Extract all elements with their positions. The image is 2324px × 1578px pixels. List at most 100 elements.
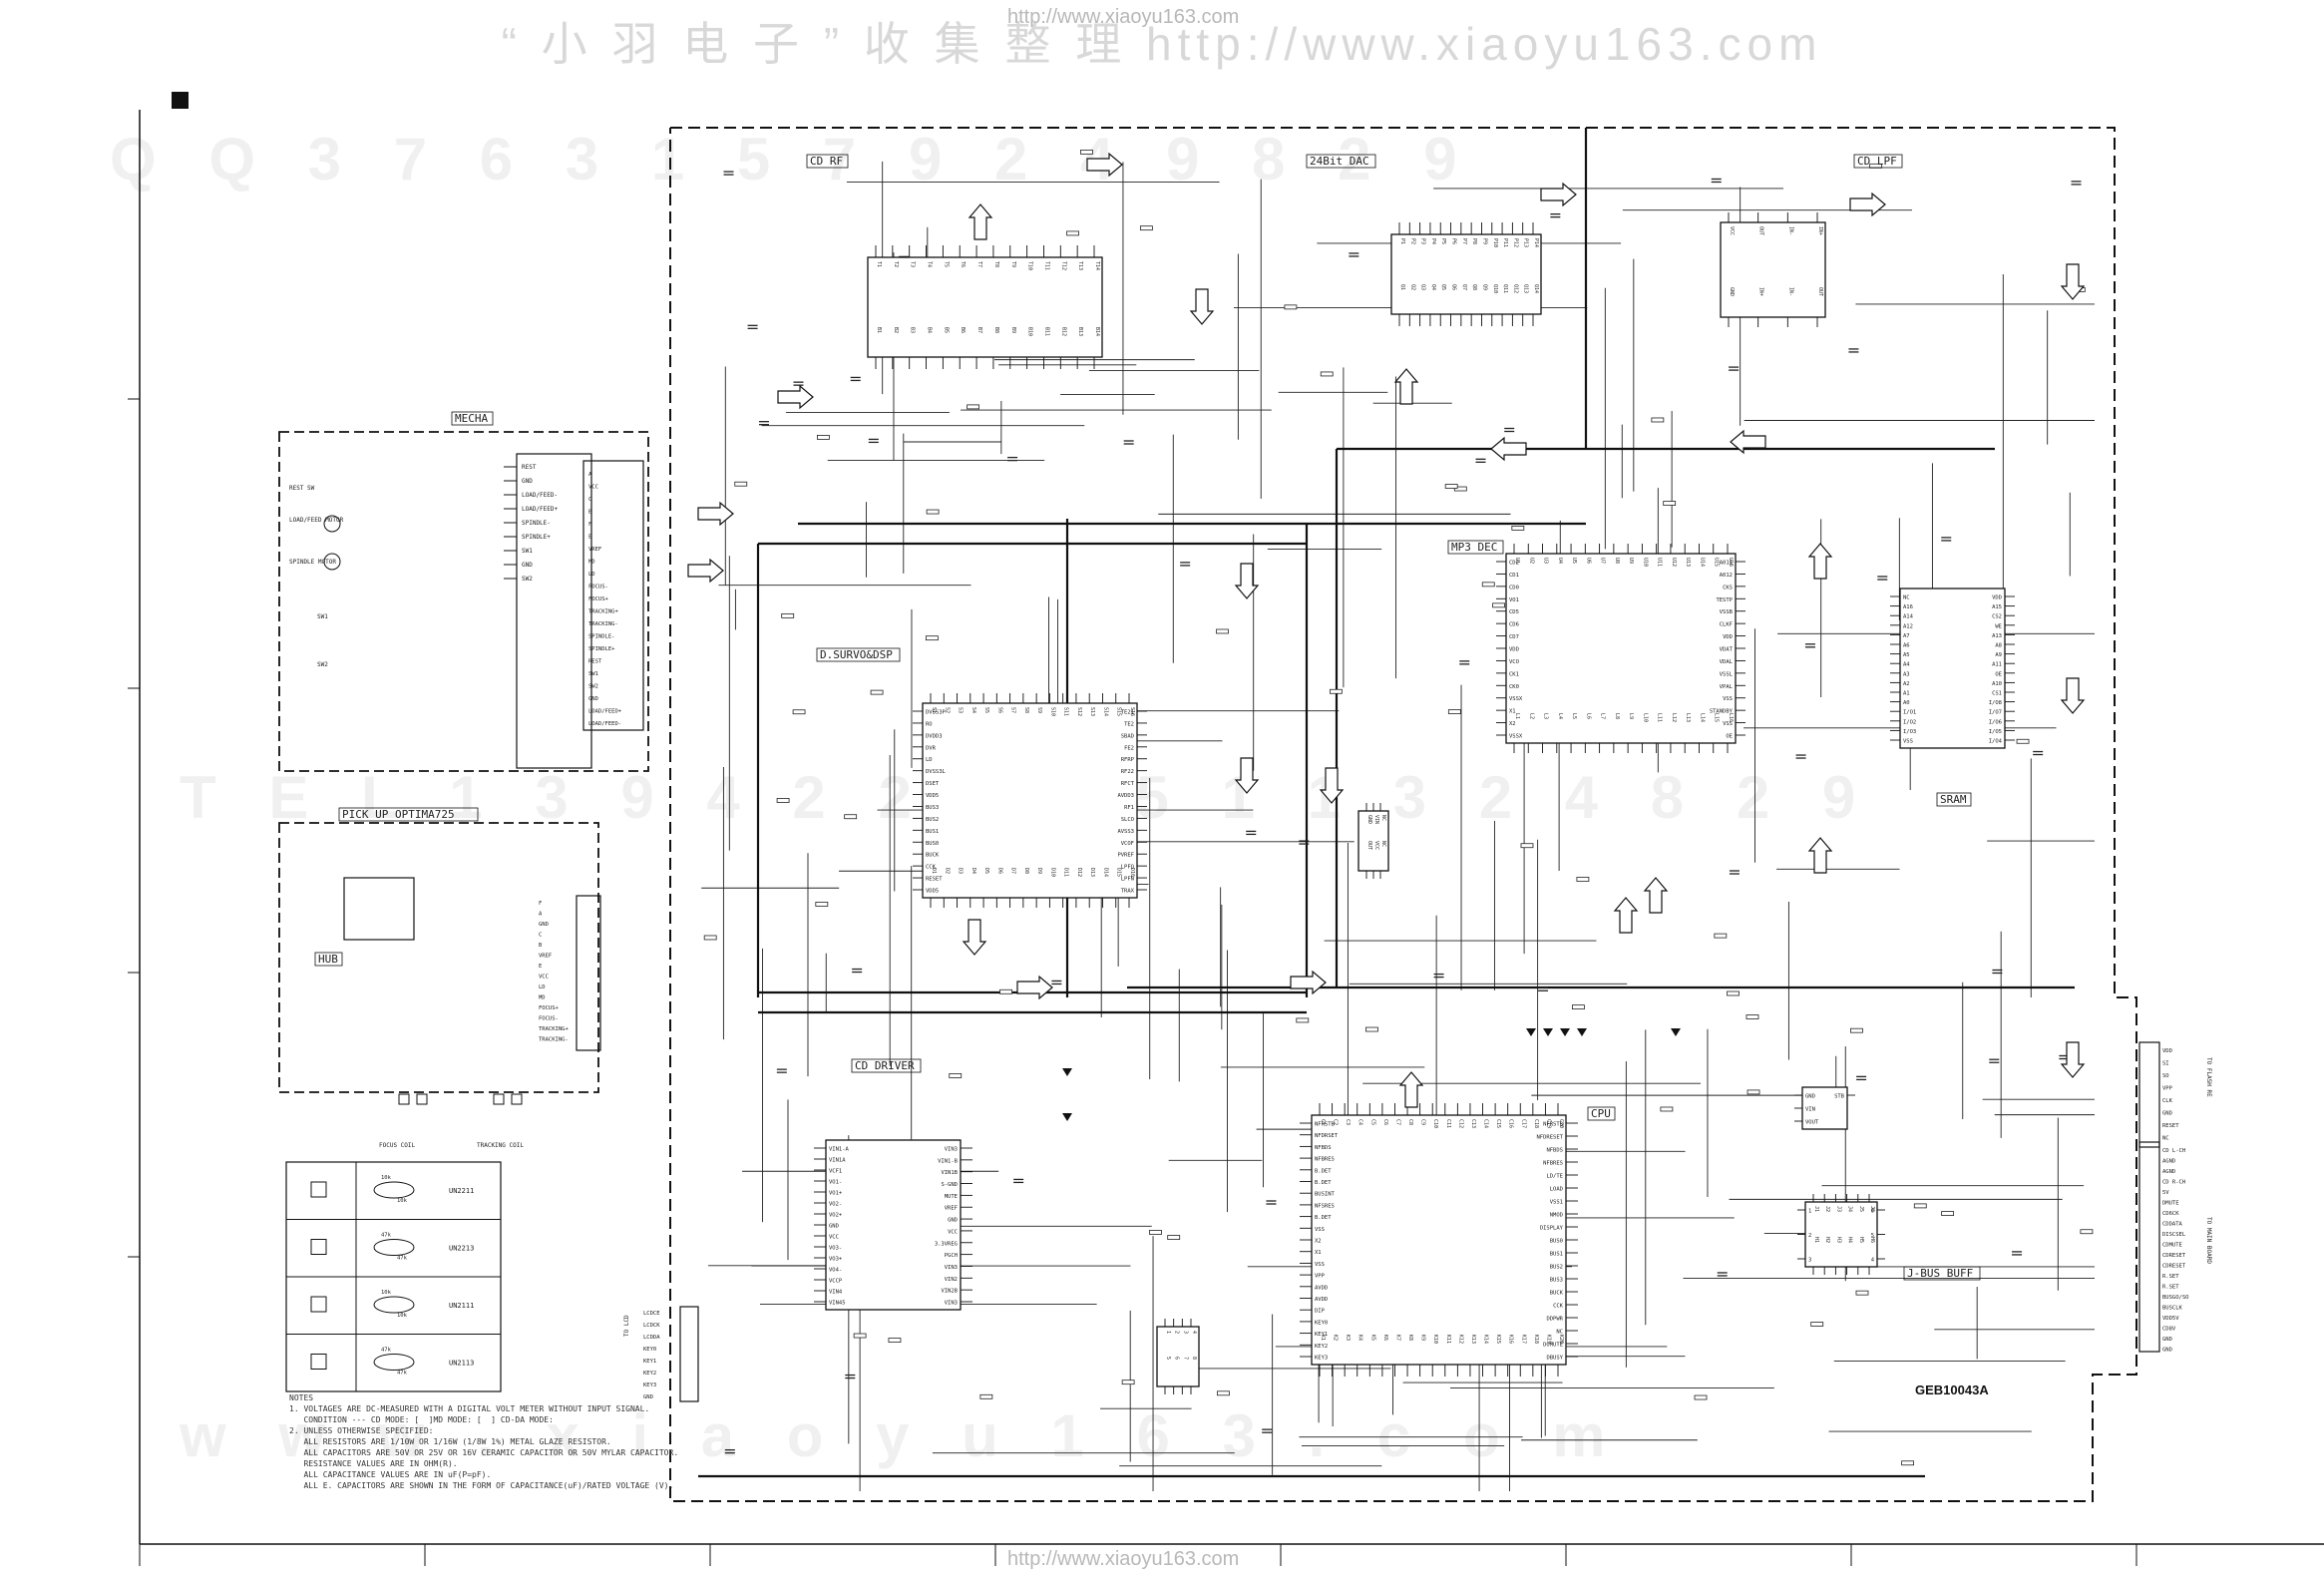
- key-pin: LCDDA: [643, 1335, 660, 1341]
- ic-pin-label: A011: [1720, 561, 1733, 567]
- ic-pin-label: K12: [1457, 1335, 1463, 1344]
- pickup-pin: B: [539, 943, 543, 949]
- ic-pin-label: VPAL: [1720, 684, 1734, 690]
- ic-pin-label: T10: [1027, 261, 1033, 270]
- pickup-part: TRACKING COIL: [477, 1142, 524, 1149]
- harness-pin: LOAD/FEED-: [588, 721, 621, 727]
- ic-pin-label: T6: [960, 261, 966, 267]
- bottom-url[interactable]: http://www.xiaoyu163.com: [1007, 1548, 1240, 1570]
- resistor: [1216, 628, 1229, 634]
- harness-pin: E: [588, 535, 591, 541]
- ic-pin-label: DSET: [926, 781, 940, 787]
- ic-pin-label: D10: [1049, 868, 1055, 877]
- motor-icon: [323, 515, 341, 533]
- ic-pin-label: K17: [1520, 1335, 1526, 1344]
- ic-pin-label: S9: [1036, 707, 1042, 713]
- ic-pin-label: A10: [1992, 681, 2002, 687]
- ic-pin-label: J3: [1835, 1206, 1841, 1212]
- ic-pin-label: D3: [958, 868, 964, 874]
- ic-pin-label: CKS: [1723, 585, 1733, 591]
- ic-pin-label: LPFO: [1121, 865, 1134, 871]
- resistor: [925, 635, 939, 641]
- flash-connector: [2138, 1041, 2160, 1148]
- diode-symbol: [1526, 1028, 1536, 1036]
- ic-pin-label: BUS3: [926, 805, 939, 811]
- ic-pin-label: CD6: [1509, 622, 1519, 628]
- ic-pin-label: Q9: [1481, 284, 1487, 290]
- signal-arrow-right: [1086, 152, 1123, 178]
- jbus-connector: [2138, 1141, 2160, 1353]
- ic-pin-label: U13: [1685, 558, 1691, 567]
- flash-pin: RESET: [2162, 1123, 2179, 1129]
- ic-pin-label: S7: [1010, 707, 1016, 713]
- wiring-group: [698, 128, 2095, 1491]
- ic-pin-label: J5: [1858, 1206, 1864, 1212]
- ic-pin-label: RESET: [926, 877, 943, 883]
- flash-group: TO FLASH RE: [2205, 1057, 2212, 1097]
- block-label-box: [1903, 1266, 1981, 1281]
- ic-pin-label: VREF: [945, 1206, 958, 1212]
- diode-symbol: [1560, 1028, 1570, 1036]
- jbus-pin: AGND: [2162, 1169, 2175, 1175]
- signal-arrow-down: [1234, 757, 1260, 794]
- ic-pin-label: VCCP: [829, 1279, 843, 1285]
- ic-pin-label: K14: [1483, 1335, 1489, 1344]
- transistor-r2: 10k: [397, 1313, 408, 1319]
- ic-pin-label: C7: [1394, 1119, 1400, 1125]
- resistor: [1320, 371, 1334, 377]
- ic-driver: VIN1-AVIN1AVCF1VO1-VO1+VO2-VO2+GNDVCCVO3…: [814, 1139, 972, 1311]
- ic-pin-label: K4: [1357, 1335, 1363, 1341]
- signal-arrow-right: [697, 501, 734, 527]
- ic-pin-label: S11: [1063, 707, 1069, 716]
- ic-pin-label: D4: [970, 868, 976, 874]
- resistor: [1121, 1380, 1135, 1385]
- pickup-box: [278, 822, 599, 1093]
- ic-pin-label: VIN1A: [829, 1158, 846, 1164]
- block-label-mp3_dec: MP3 DEC: [1451, 541, 1497, 554]
- ic-pin-label: K20: [1558, 1335, 1564, 1344]
- ic-pin-label: VIN45: [829, 1301, 846, 1307]
- ic-pin-label: VSS: [1315, 1227, 1325, 1233]
- pickup-pin: E: [539, 964, 542, 970]
- mecha-part: REST SW: [289, 485, 315, 492]
- ic-pin-label: S13: [1089, 707, 1095, 716]
- block-label-sram: SRAM: [1940, 793, 1967, 806]
- block-label-box: [806, 154, 849, 169]
- harness-pin: VCC: [588, 485, 598, 491]
- block-label-servo: D.SURVO&DSP: [820, 648, 893, 661]
- resistor: [1139, 225, 1153, 231]
- transistor-part: UN2211: [449, 1187, 474, 1195]
- ic-pin-label: VO3-: [829, 1246, 842, 1252]
- pickup-pin: FOCUS+: [539, 1005, 560, 1011]
- transistor-package: [373, 1239, 415, 1256]
- ic-pin-label: C12: [1457, 1119, 1463, 1128]
- signal-arrow-down: [2060, 1041, 2086, 1078]
- ic-pin-label: KEY2: [1315, 1344, 1328, 1350]
- top-url[interactable]: http://www.xiaoyu163.com: [1007, 6, 1240, 28]
- ic-pin-label: A4: [1903, 662, 1910, 668]
- block-label-box: [1936, 792, 1972, 807]
- ic-pin-label: K13: [1470, 1335, 1476, 1344]
- ic-pin-label: VIN2: [945, 1277, 958, 1283]
- ic-pin-label: DVSS3P: [926, 710, 947, 716]
- harness-pin: MD: [588, 560, 595, 566]
- flash-pin: CLK: [2162, 1098, 2173, 1104]
- ic-pin-label: VSS: [1723, 721, 1733, 727]
- signal-arrow-up: [1807, 837, 1833, 874]
- ic-pin-label: C5: [1369, 1119, 1375, 1125]
- ic-pin-label: B10: [1027, 327, 1033, 336]
- ic-pin-label: S5: [983, 707, 989, 713]
- block-label-box: [1853, 154, 1903, 169]
- ic-pin-label: S14: [1102, 707, 1108, 716]
- resistor: [1066, 230, 1079, 236]
- ic-pin-label: VCC: [1373, 841, 1379, 850]
- transistor-part: UN2111: [449, 1302, 474, 1310]
- ic-pin-label: U8: [1614, 558, 1620, 564]
- ic-pin-label: L15: [1714, 713, 1720, 722]
- resistor: [1572, 1004, 1585, 1010]
- block-label-box: [1306, 154, 1376, 169]
- ic-pin-label: K2: [1333, 1335, 1339, 1341]
- ic-pin-label: S6: [996, 707, 1002, 713]
